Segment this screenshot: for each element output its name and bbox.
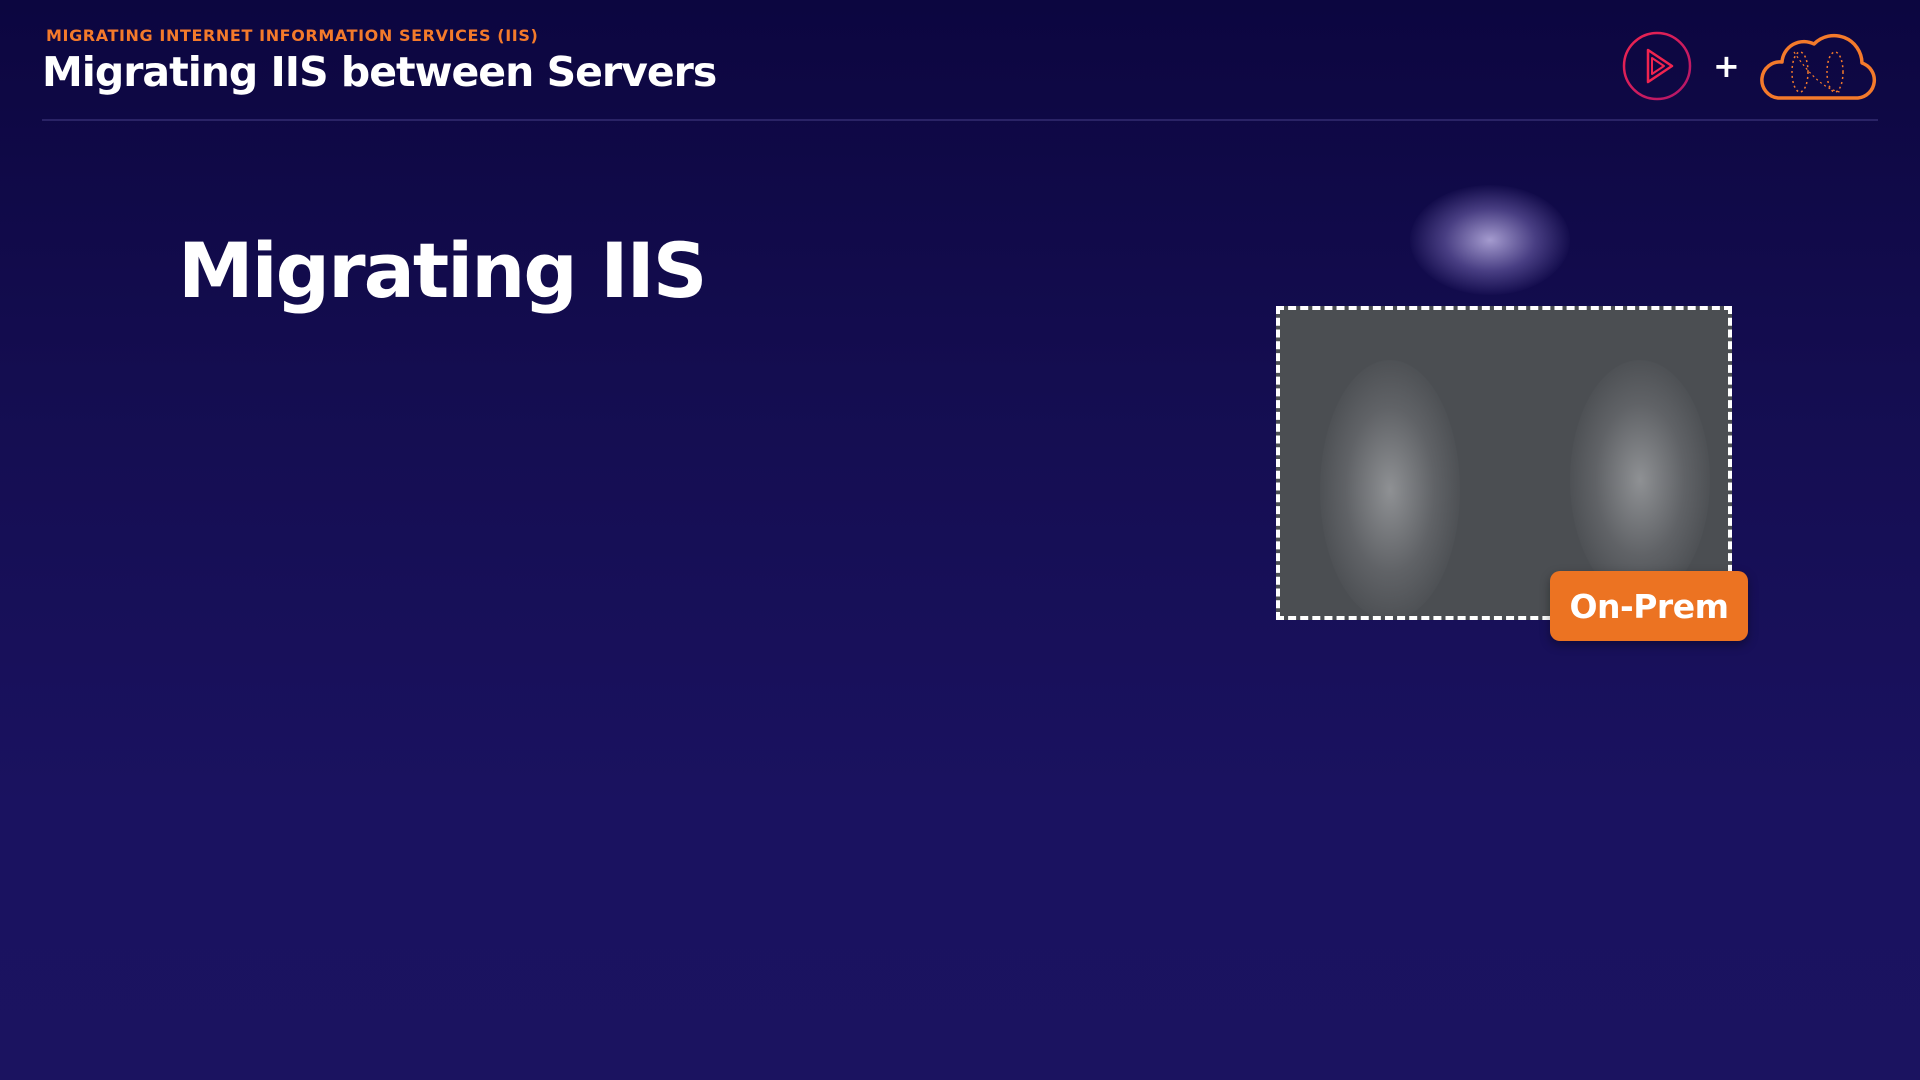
on-prem-badge: On-Prem <box>1550 571 1748 641</box>
slide-title: Migrating IIS <box>178 226 707 315</box>
slide-header: MIGRATING INTERNET INFORMATION SERVICES … <box>0 0 1920 122</box>
cloud-icon <box>1760 33 1877 100</box>
section-eyebrow: MIGRATING INTERNET INFORMATION SERVICES … <box>46 26 539 45</box>
blurred-glow <box>1410 185 1570 295</box>
header-title: Migrating IIS between Servers <box>42 48 717 96</box>
plus-separator: + <box>1713 47 1740 85</box>
blurred-server-right <box>1570 360 1710 600</box>
play-icon <box>1622 31 1692 101</box>
blurred-server-left <box>1320 360 1460 616</box>
header-divider <box>42 119 1878 121</box>
on-prem-server-box <box>1276 306 1732 620</box>
